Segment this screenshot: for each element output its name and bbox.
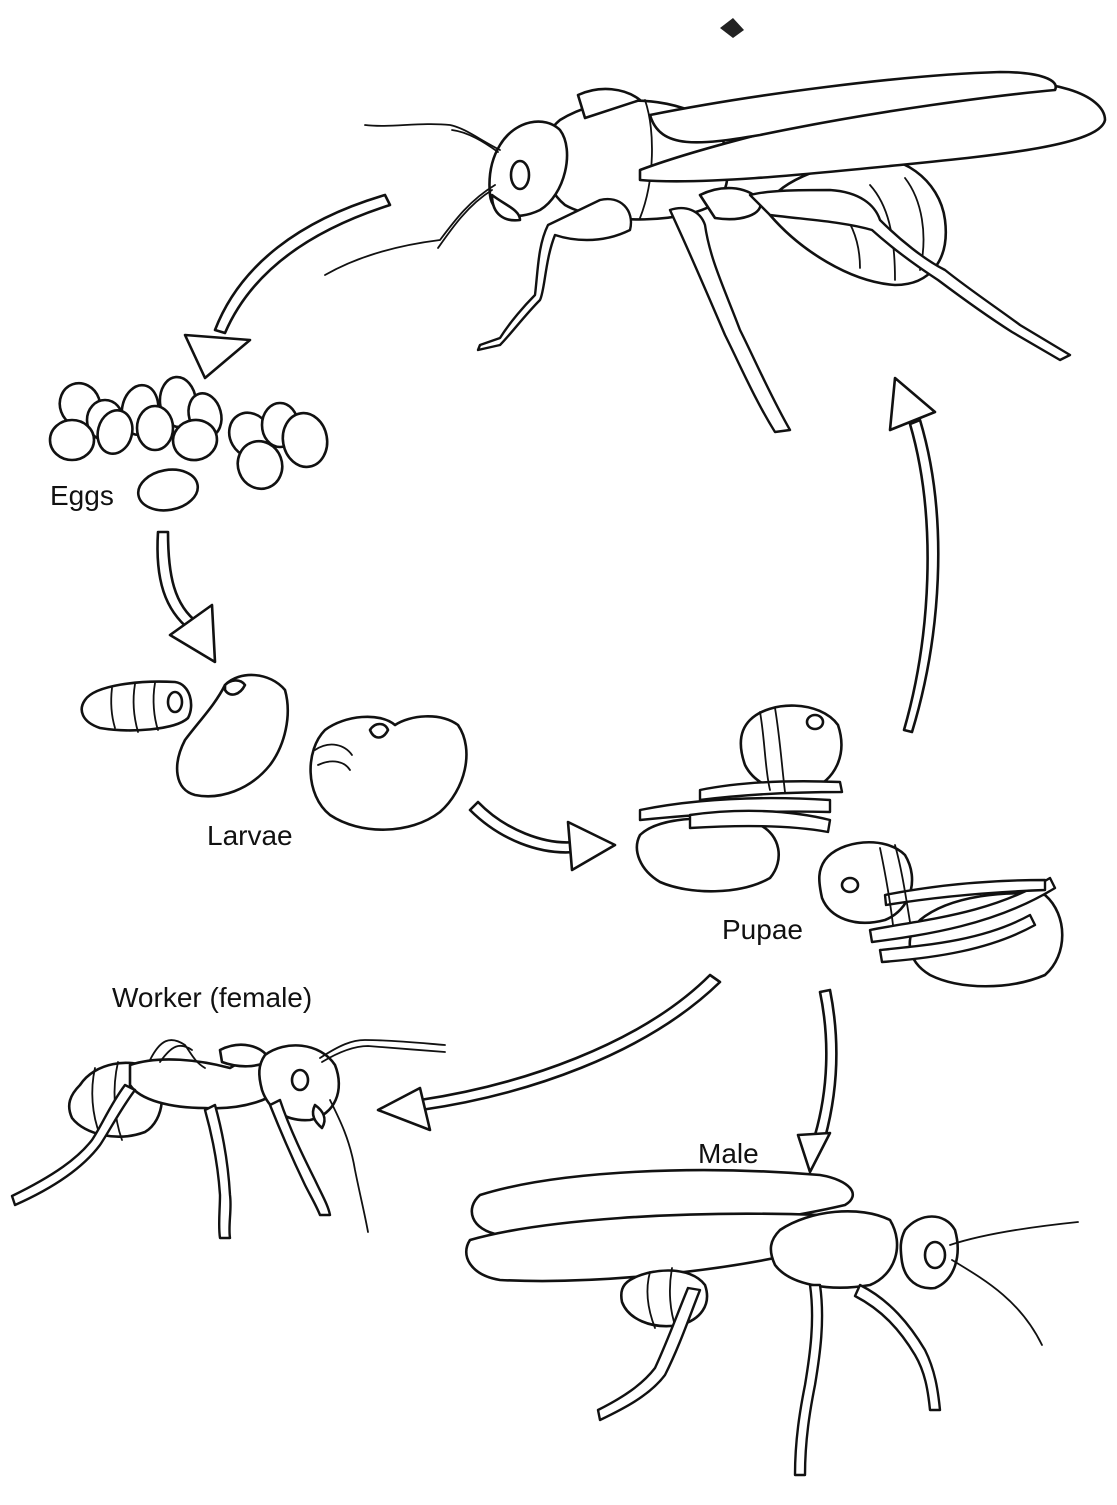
queen-illustration [324, 70, 1107, 434]
arrow-pupae-to-male [796, 988, 838, 1174]
arrow-queen-to-eggs [183, 193, 392, 380]
label-male: Male [698, 1138, 759, 1169]
arrow-pupae-to-worker [376, 973, 722, 1132]
arrow-eggs-to-larvae [156, 530, 217, 664]
eggs-illustration [48, 375, 329, 512]
larvae-illustration [80, 673, 468, 831]
pupae-illustration [635, 704, 1064, 988]
worker-illustration [10, 1039, 446, 1240]
label-worker-female: Worker (female) [112, 982, 313, 1013]
arrow-larvae-to-pupae [468, 800, 617, 872]
arrow-pupae-to-queen [888, 376, 940, 734]
label-larvae: Larvae [207, 820, 293, 851]
male-illustration [464, 1168, 1079, 1477]
top-mark [720, 18, 744, 38]
label-eggs: Eggs [50, 480, 114, 511]
label-pupae: Pupae [722, 914, 803, 945]
